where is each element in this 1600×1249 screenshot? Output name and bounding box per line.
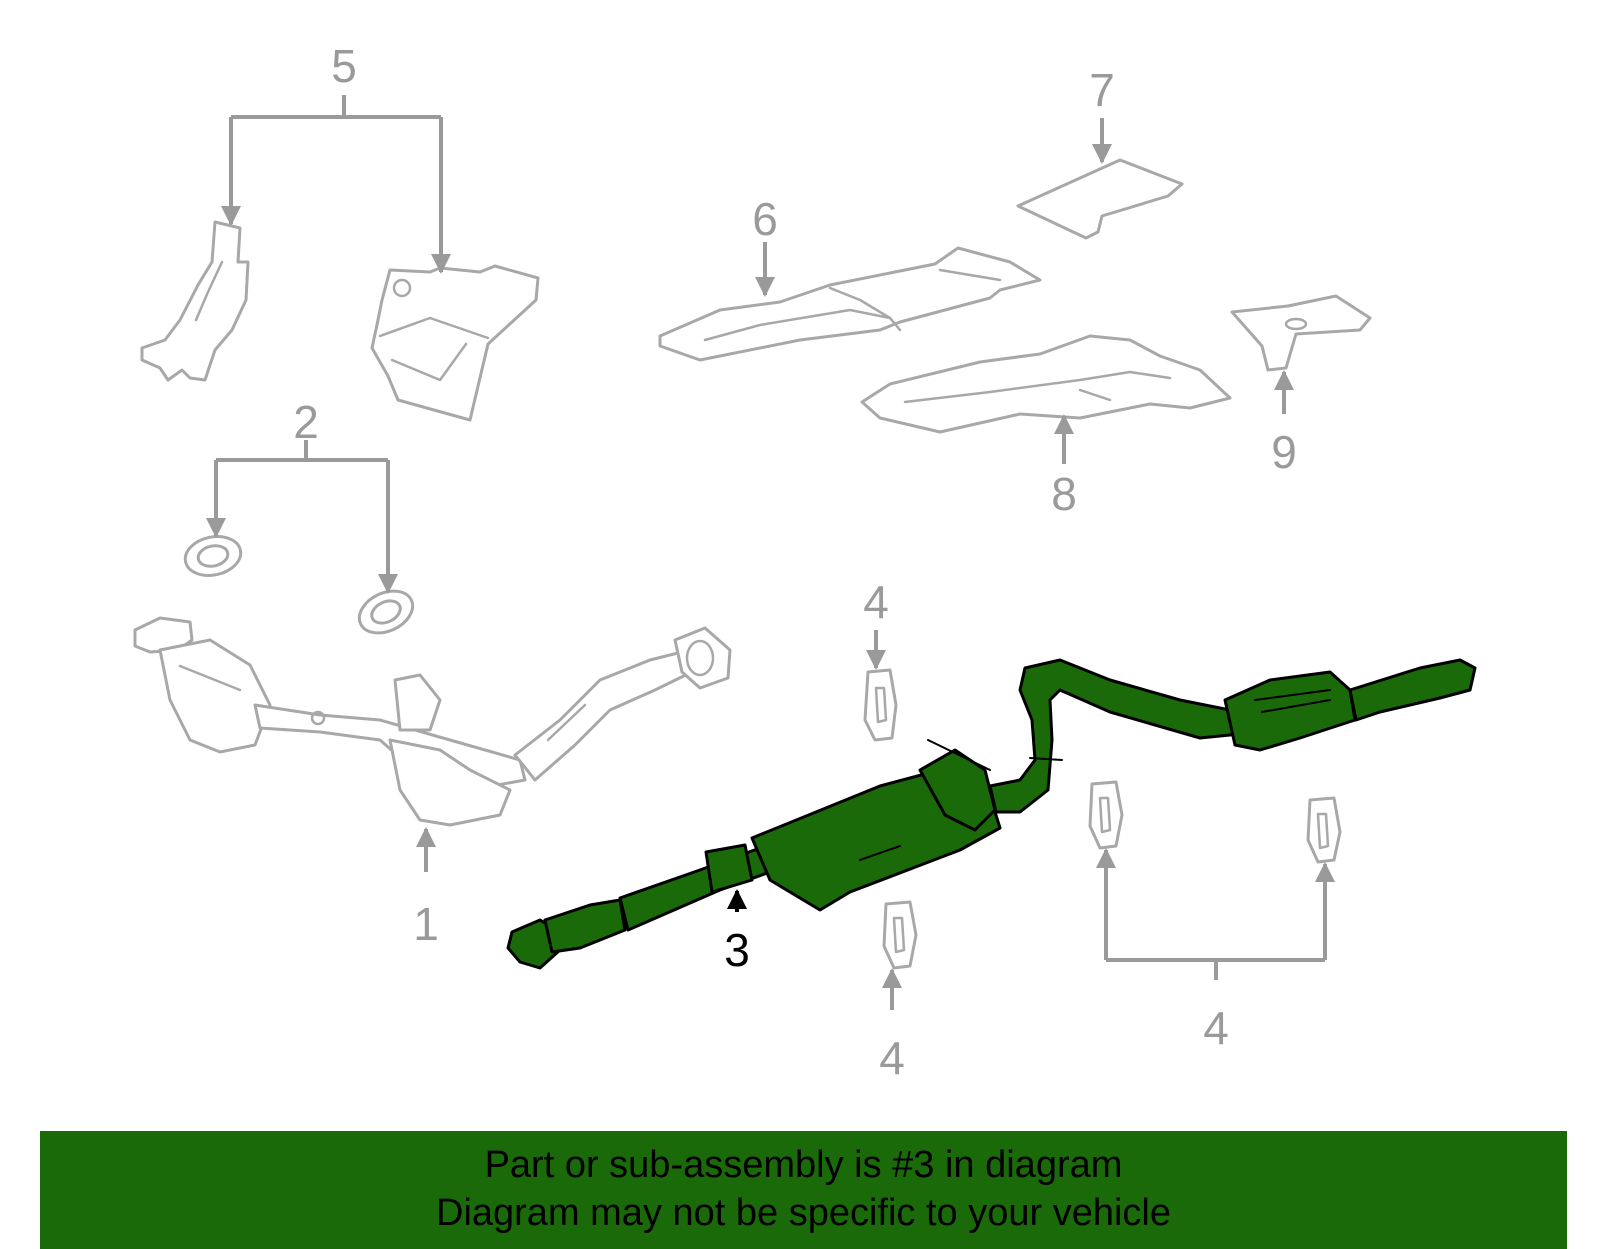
callout-1: 1 <box>413 898 439 950</box>
part-6-heat-shield <box>658 246 1042 362</box>
part-1-front-pipe <box>133 616 732 827</box>
callout-4-top: 4 <box>863 576 889 628</box>
callout-4-bottom-left: 4 <box>879 1032 905 1084</box>
callout-2: 2 <box>293 396 319 448</box>
leader-lines <box>206 95 1335 1010</box>
part-2-gaskets <box>183 535 415 635</box>
callout-7: 7 <box>1089 64 1115 116</box>
callout-6: 6 <box>752 193 778 245</box>
part-4-hangers <box>863 668 1342 970</box>
callout-4-bottom-right: 4 <box>1203 1002 1229 1054</box>
info-banner: Part or sub-assembly is #3 in diagram Di… <box>40 1131 1567 1249</box>
callout-9: 9 <box>1271 426 1297 478</box>
banner-line-2: Diagram may not be specific to your vehi… <box>436 1192 1171 1234</box>
part-9-bracket <box>1230 294 1372 372</box>
banner-line-1: Part or sub-assembly is #3 in diagram <box>484 1144 1123 1186</box>
callout-labels: 5 2 1 6 7 8 9 4 4 4 3 <box>293 40 1297 1084</box>
callout-8: 8 <box>1051 468 1077 520</box>
part-3-exhaust-assembly <box>506 658 1477 970</box>
part-7-panel <box>1016 158 1184 240</box>
callout-3: 3 <box>724 924 750 976</box>
parts-diagram: 5 2 1 6 7 8 9 4 4 4 3 <box>133 40 1477 1084</box>
callout-5: 5 <box>331 40 357 92</box>
part-5-heat-shields <box>140 220 540 422</box>
part-8-heat-shield <box>860 334 1232 434</box>
